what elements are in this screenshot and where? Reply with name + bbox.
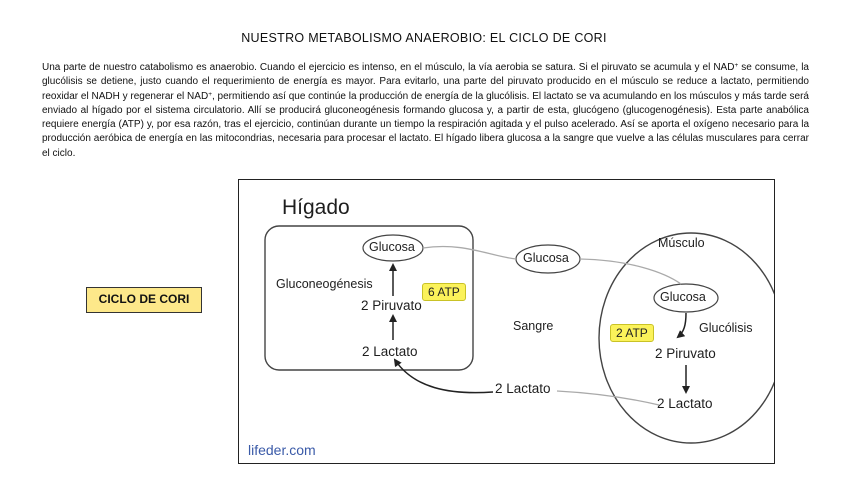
cori-cycle-label: CICLO DE CORI [86,287,202,313]
muscle-pyruvate-label: 2 Piruvato [655,346,716,361]
liver-lactate-label: 2 Lactato [362,344,418,359]
liver-box [264,225,474,371]
intro-paragraph: Una parte de nuestro catabolismo es anae… [42,61,809,161]
page-title: NUESTRO METABOLISMO ANAEROBIO: EL CICLO … [241,31,607,45]
blood-label: Sangre [513,319,554,333]
nad-superscript-1: + [734,62,739,69]
muscle-cell [598,232,774,444]
glucose-uptake-curve [579,258,682,285]
blood-lactate-label: 2 Lactato [495,381,551,396]
glycolysis-label: Glucólisis [699,321,753,335]
intro-text-2: se consume, la glucólisis se detiene, ju… [42,62,809,102]
lifeder-logo: lifeder.com [248,442,316,458]
intro-text-3: , permitiendo así que continúe la produc… [42,90,809,159]
glycolysis-arrow [676,312,687,339]
liver-glucose-label: Glucosa [369,240,415,254]
diagram-graphics [264,225,774,444]
glucose-release-curve [422,245,517,260]
muscle-glucose-label: Glucosa [660,290,706,304]
muscle-glucose-oval [653,283,719,313]
liver-atp-badge: 6 ATP [422,283,466,301]
gluconeogenesis-label: Gluconeogénesis [276,277,373,291]
muscle-atp-badge: 2 ATP [610,324,654,342]
muscle-lactate-label: 2 Lactato [657,396,713,411]
blood-glucose-label: Glucosa [523,251,569,265]
nad-superscript-2: + [208,90,212,98]
lactate-release-curve [556,390,660,406]
liver-pyruvate-label: 2 Piruvato [361,298,422,313]
blood-lactate-to-liver-arrow [393,358,494,394]
liver-title: Hígado [282,196,350,219]
muscle-title: Músculo [658,236,705,250]
cori-cycle-diagram: Hígado Glucosa Gluconeogénesis 6 ATP 2 P… [238,179,775,464]
intro-text-1: Una parte de nuestro catabolismo es anae… [42,62,735,73]
